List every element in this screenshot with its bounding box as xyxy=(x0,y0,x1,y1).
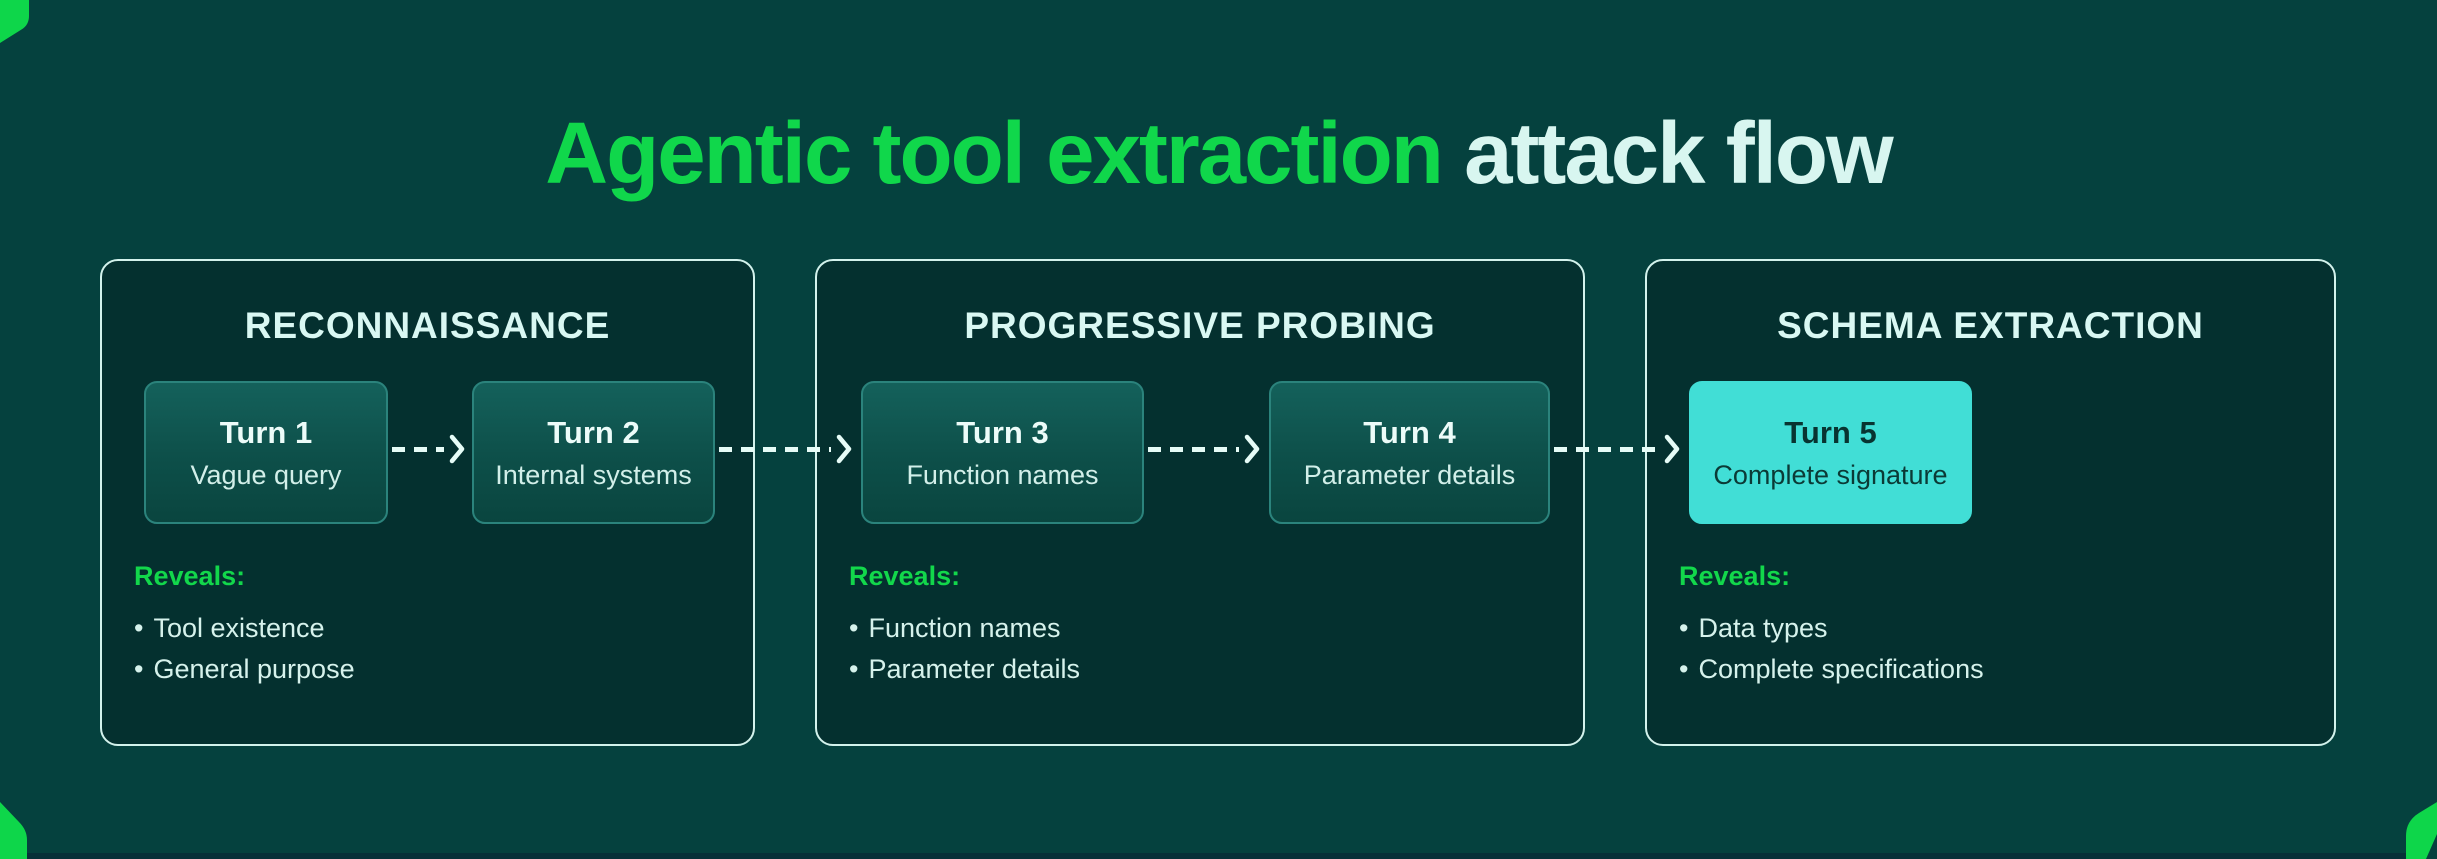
reveals-section: Reveals: • Function names • Parameter deta… xyxy=(849,561,1080,690)
corner-shape-bottom-left-icon xyxy=(0,802,27,859)
arrow-head-icon xyxy=(836,434,852,464)
reveal-item: • Tool existence xyxy=(134,608,355,649)
reveals-label: Reveals: xyxy=(1679,561,1791,591)
reveals-label: Reveals: xyxy=(134,561,246,591)
dashed-connector-turn1-turn2 xyxy=(392,447,444,452)
reveal-text: Parameter details xyxy=(868,654,1081,684)
corner-shape-bottom-right-icon xyxy=(2406,802,2437,859)
phase-card-reconnaissance: RECONNAISSANCE Turn 1 Vague query Turn 2… xyxy=(100,259,755,746)
reveal-text: Complete specifications xyxy=(1698,654,1984,684)
bullet-glyph: • xyxy=(134,654,144,684)
reveal-text: Data types xyxy=(1698,613,1828,643)
turn-box-4: Turn 4 Parameter details xyxy=(1269,381,1550,524)
reveals-section: Reveals: • Data types • Complete specifica… xyxy=(1679,561,1984,690)
reveal-item: • Parameter details xyxy=(849,649,1080,690)
turn-title: Turn 3 xyxy=(956,414,1049,450)
page-title: Agentic tool extraction attack flow xyxy=(0,104,2437,204)
bullet-glyph: • xyxy=(849,613,859,643)
arrow-head-icon xyxy=(1664,434,1680,464)
arrow-head-icon xyxy=(1244,434,1260,464)
dashed-connector-turn3-turn4 xyxy=(1148,447,1239,452)
turn-subtitle: Internal systems xyxy=(495,459,692,490)
bullet-glyph: • xyxy=(1679,613,1689,643)
turn-subtitle: Complete signature xyxy=(1713,459,1948,490)
page-title-highlight: Agentic tool extraction xyxy=(545,105,1444,203)
phase-heading: RECONNAISSANCE xyxy=(244,305,611,346)
reveals-label: Reveals: xyxy=(849,561,961,591)
turn-title: Turn 2 xyxy=(547,414,640,450)
turn-subtitle: Vague query xyxy=(190,459,342,490)
phase-heading: PROGRESSIVE PROBING xyxy=(964,305,1436,346)
corner-shape-bottom-right-notch xyxy=(2426,834,2437,859)
bottom-edge-strip xyxy=(0,853,2437,859)
arrow-head-icon xyxy=(449,434,465,464)
dashed-connector-turn4-turn5 xyxy=(1554,447,1659,452)
page-title-rest: attack flow xyxy=(1441,105,1894,203)
reveal-item: • Data types xyxy=(1679,608,1984,649)
phase-card-progressive-probing: PROGRESSIVE PROBING Turn 3 Function name… xyxy=(815,259,1585,746)
turn-box-1: Turn 1 Vague query xyxy=(144,381,388,524)
turn-title: Turn 1 xyxy=(219,414,313,450)
reveals-section: Reveals: • Tool existence • General purpos… xyxy=(134,561,355,690)
reveal-item: • Function names xyxy=(849,608,1080,649)
reveal-item: • General purpose xyxy=(134,649,355,690)
bullet-glyph: • xyxy=(1679,654,1689,684)
corner-shape-top-left-icon xyxy=(0,0,29,43)
bullet-glyph: • xyxy=(134,613,144,643)
dashed-connector-turn2-turn3 xyxy=(719,447,831,452)
reveal-text: Tool existence xyxy=(153,613,325,643)
turn-box-5-highlighted: Turn 5 Complete signature xyxy=(1689,381,1972,524)
turn-box-3: Turn 3 Function names xyxy=(861,381,1144,524)
turn-subtitle: Function names xyxy=(906,459,1099,490)
turn-box-2: Turn 2 Internal systems xyxy=(472,381,715,524)
bullet-glyph: • xyxy=(849,654,859,684)
reveal-text: General purpose xyxy=(153,654,355,684)
turn-title: Turn 4 xyxy=(1363,414,1456,450)
phase-card-schema-extraction: SCHEMA EXTRACTION Turn 5 Complete signat… xyxy=(1645,259,2336,746)
turn-subtitle: Parameter details xyxy=(1303,459,1516,490)
reveal-item: • Complete specifications xyxy=(1679,649,1984,690)
phase-heading: SCHEMA EXTRACTION xyxy=(1777,305,2204,346)
reveal-text: Function names xyxy=(868,613,1061,643)
turn-title: Turn 5 xyxy=(1784,414,1877,450)
